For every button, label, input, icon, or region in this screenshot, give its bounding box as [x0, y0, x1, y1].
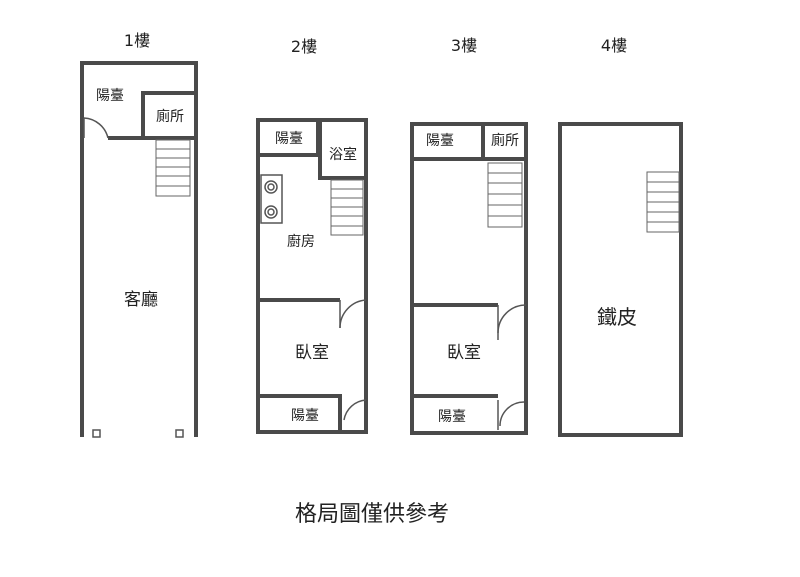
room-label: 陽臺 — [426, 133, 454, 149]
floor-1-title: 1樓 — [124, 31, 150, 50]
stair-icon — [330, 179, 364, 236]
caption: 格局圖僅供參考 — [295, 502, 449, 527]
room-label: 臥室 — [447, 343, 481, 363]
stove-icon — [260, 174, 283, 224]
column-icon — [175, 429, 184, 438]
floor-2: 2樓 陽臺 浴室 — [256, 37, 368, 434]
stair-icon — [155, 139, 191, 197]
room-label: 廚房 — [287, 233, 315, 250]
toilet-room — [141, 91, 198, 140]
floor-1: 1樓 陽臺 廁所 客廳 — [80, 31, 198, 438]
door-swing-icon — [343, 399, 367, 421]
room-label: 陽臺 — [275, 131, 303, 147]
door-swing-icon — [497, 304, 527, 334]
door-swing-icon — [499, 401, 525, 427]
door-swing-icon — [339, 299, 367, 329]
room-label: 廁所 — [491, 132, 519, 149]
floor-3: 3樓 陽臺 廁所 臥室 陽臺 — [410, 36, 528, 435]
room-label: 鐵皮 — [597, 305, 637, 329]
floor-3-title: 3樓 — [451, 36, 477, 55]
room-label: 客廳 — [124, 290, 158, 310]
room-label: 廁所 — [156, 108, 184, 125]
column-icon — [92, 429, 101, 438]
room-label: 臥室 — [295, 343, 329, 363]
room-label: 陽臺 — [438, 409, 466, 425]
room-label: 陽臺 — [96, 88, 124, 104]
room-label: 陽臺 — [291, 408, 319, 424]
floor-2-title: 2樓 — [291, 37, 317, 56]
stair-icon — [487, 162, 523, 228]
door-swing-icon — [83, 117, 109, 139]
stair-icon — [646, 171, 680, 233]
room-label: 浴室 — [329, 146, 357, 163]
floor-4: 4樓 鐵皮 — [558, 36, 683, 437]
floor-4-title: 4樓 — [601, 36, 627, 55]
